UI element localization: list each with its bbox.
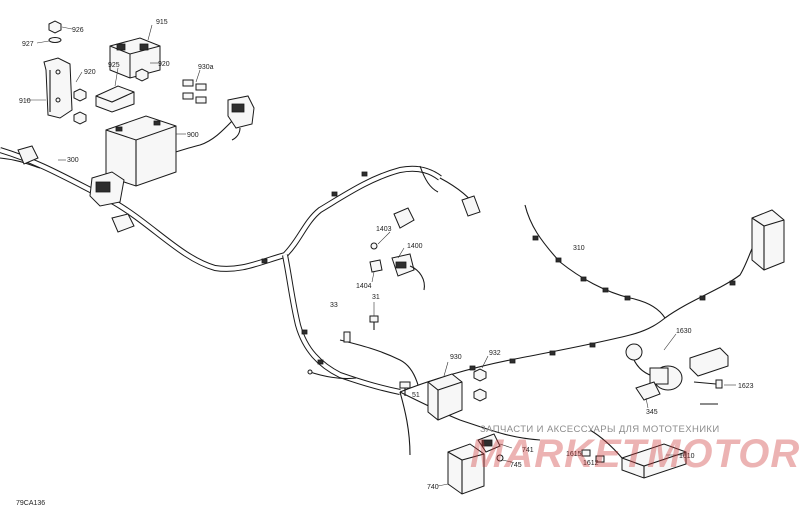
callout-930a: 930a [198, 64, 214, 71]
callout-1610: 1610 [679, 453, 695, 460]
callout-920a: 920 [84, 69, 96, 76]
callout-925: 925 [108, 62, 120, 69]
module-930 [427, 361, 463, 421]
callout-926: 926 [72, 27, 84, 34]
callout-31: 31 [372, 294, 380, 301]
bolts-1623 [693, 379, 736, 405]
relay-holder-915 [109, 24, 161, 82]
callout-740: 740 [427, 484, 439, 491]
callout-930: 930 [450, 354, 462, 361]
nut-926 [36, 20, 73, 44]
callout-310: 310 [573, 245, 585, 252]
light-assembly-1610 [581, 429, 687, 479]
watermark-logo: MARKETMOTOR.RU [470, 432, 800, 476]
bolts-33-31 [343, 302, 379, 343]
callout-300: 300 [67, 157, 79, 164]
callout-927: 927 [22, 41, 34, 48]
bracket-910 [26, 57, 87, 125]
bolt-51 [399, 381, 411, 396]
callout-345: 345 [646, 409, 658, 416]
connector-top [227, 95, 255, 141]
callout-1630: 1630 [676, 328, 692, 335]
ground-lead [307, 369, 357, 380]
fasteners-930a [182, 69, 207, 104]
taillight-upper [751, 209, 785, 271]
watermark-subtitle: ЗАПЧАСТИ И АКСЕССУАРЫ ДЛЯ МОТОТЕХНИКИ [480, 424, 720, 435]
cover-925 [95, 67, 135, 113]
nut-932 [473, 355, 489, 402]
callout-1612: 1612 [583, 460, 599, 467]
callout-1623: 1623 [738, 383, 754, 390]
rear-harness-310 [261, 165, 761, 456]
connector-741 [477, 433, 513, 463]
main-harness [0, 117, 442, 395]
figure-id: 79CA136 [16, 500, 45, 507]
callout-1403: 1403 [376, 226, 392, 233]
callout-1400: 1400 [407, 243, 423, 250]
horn-1630 [625, 333, 729, 391]
callout-920b: 920 [158, 61, 170, 68]
callout-1615: 1615 [566, 451, 582, 458]
callout-910: 910 [19, 98, 31, 105]
callout-915: 915 [156, 19, 168, 26]
bracket-345 [635, 381, 661, 409]
taillight-lower [437, 443, 485, 495]
callout-33: 33 [330, 302, 338, 309]
callout-1404: 1404 [356, 283, 372, 290]
callout-741: 741 [522, 447, 534, 454]
sensor-group-1400 [369, 195, 481, 291]
callout-932: 932 [489, 350, 501, 357]
callout-745: 745 [510, 462, 522, 469]
callout-900: 900 [187, 132, 199, 139]
harness-junction [17, 145, 135, 233]
callout-51: 51 [412, 392, 420, 399]
